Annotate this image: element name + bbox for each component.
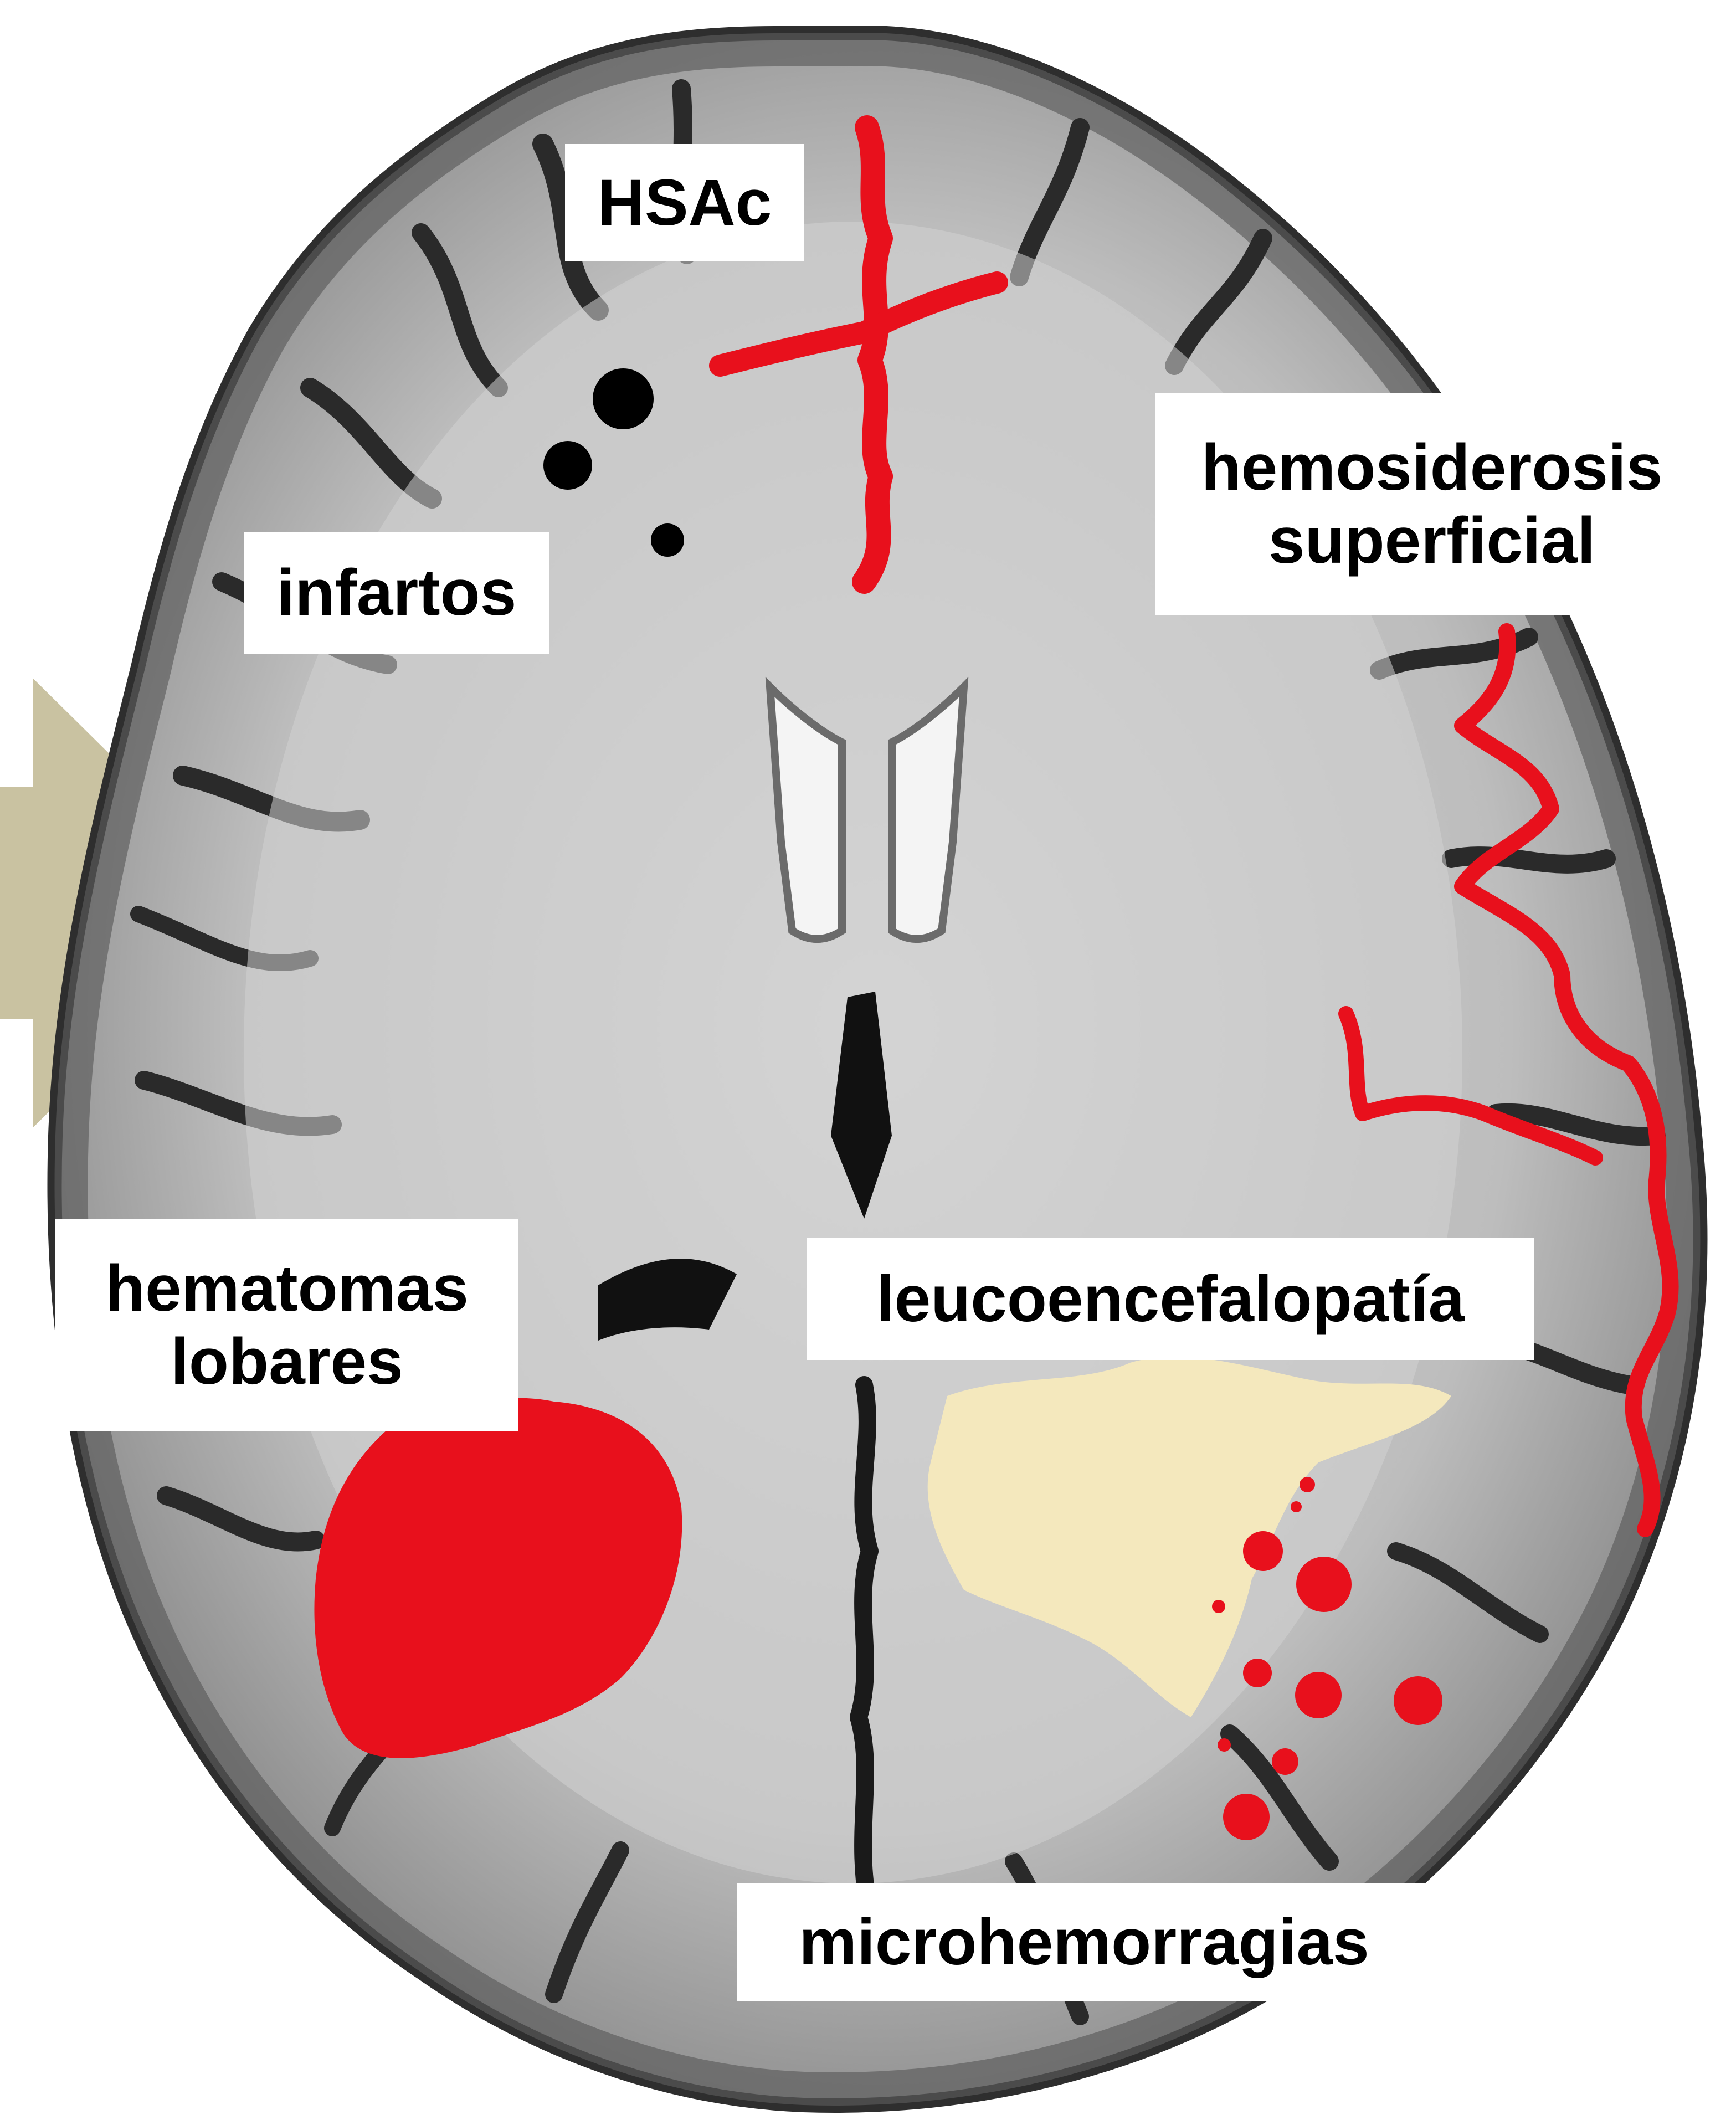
label-infartos: infartos: [244, 532, 549, 654]
label-hemosiderosis: hemosiderosis superficial: [1155, 393, 1709, 615]
label-hsac-text: HSAc: [598, 166, 772, 239]
occipital-fissure: [859, 1385, 870, 1911]
label-infartos-text: infartos: [277, 556, 517, 629]
label-microhemorragias-text: microhemorragias: [799, 1906, 1369, 1979]
label-hematomas: hematomas lobares: [55, 1219, 518, 1431]
label-leucoencefalopatia-text: leucoencefalopatía: [876, 1262, 1465, 1336]
label-hematomas-line1: hematomas: [105, 1252, 469, 1325]
label-hsac: HSAc: [565, 144, 804, 261]
label-hematomas-line2: lobares: [171, 1325, 403, 1398]
label-hemosiderosis-line1: hemosiderosis: [1201, 431, 1663, 504]
frontal-fissure: [864, 127, 881, 582]
label-microhemorragias: microhemorragias: [737, 1883, 1431, 2001]
label-hemosiderosis-line2: superficial: [1268, 504, 1595, 577]
label-leucoencefalopatia: leucoencefalopatía: [807, 1238, 1534, 1360]
